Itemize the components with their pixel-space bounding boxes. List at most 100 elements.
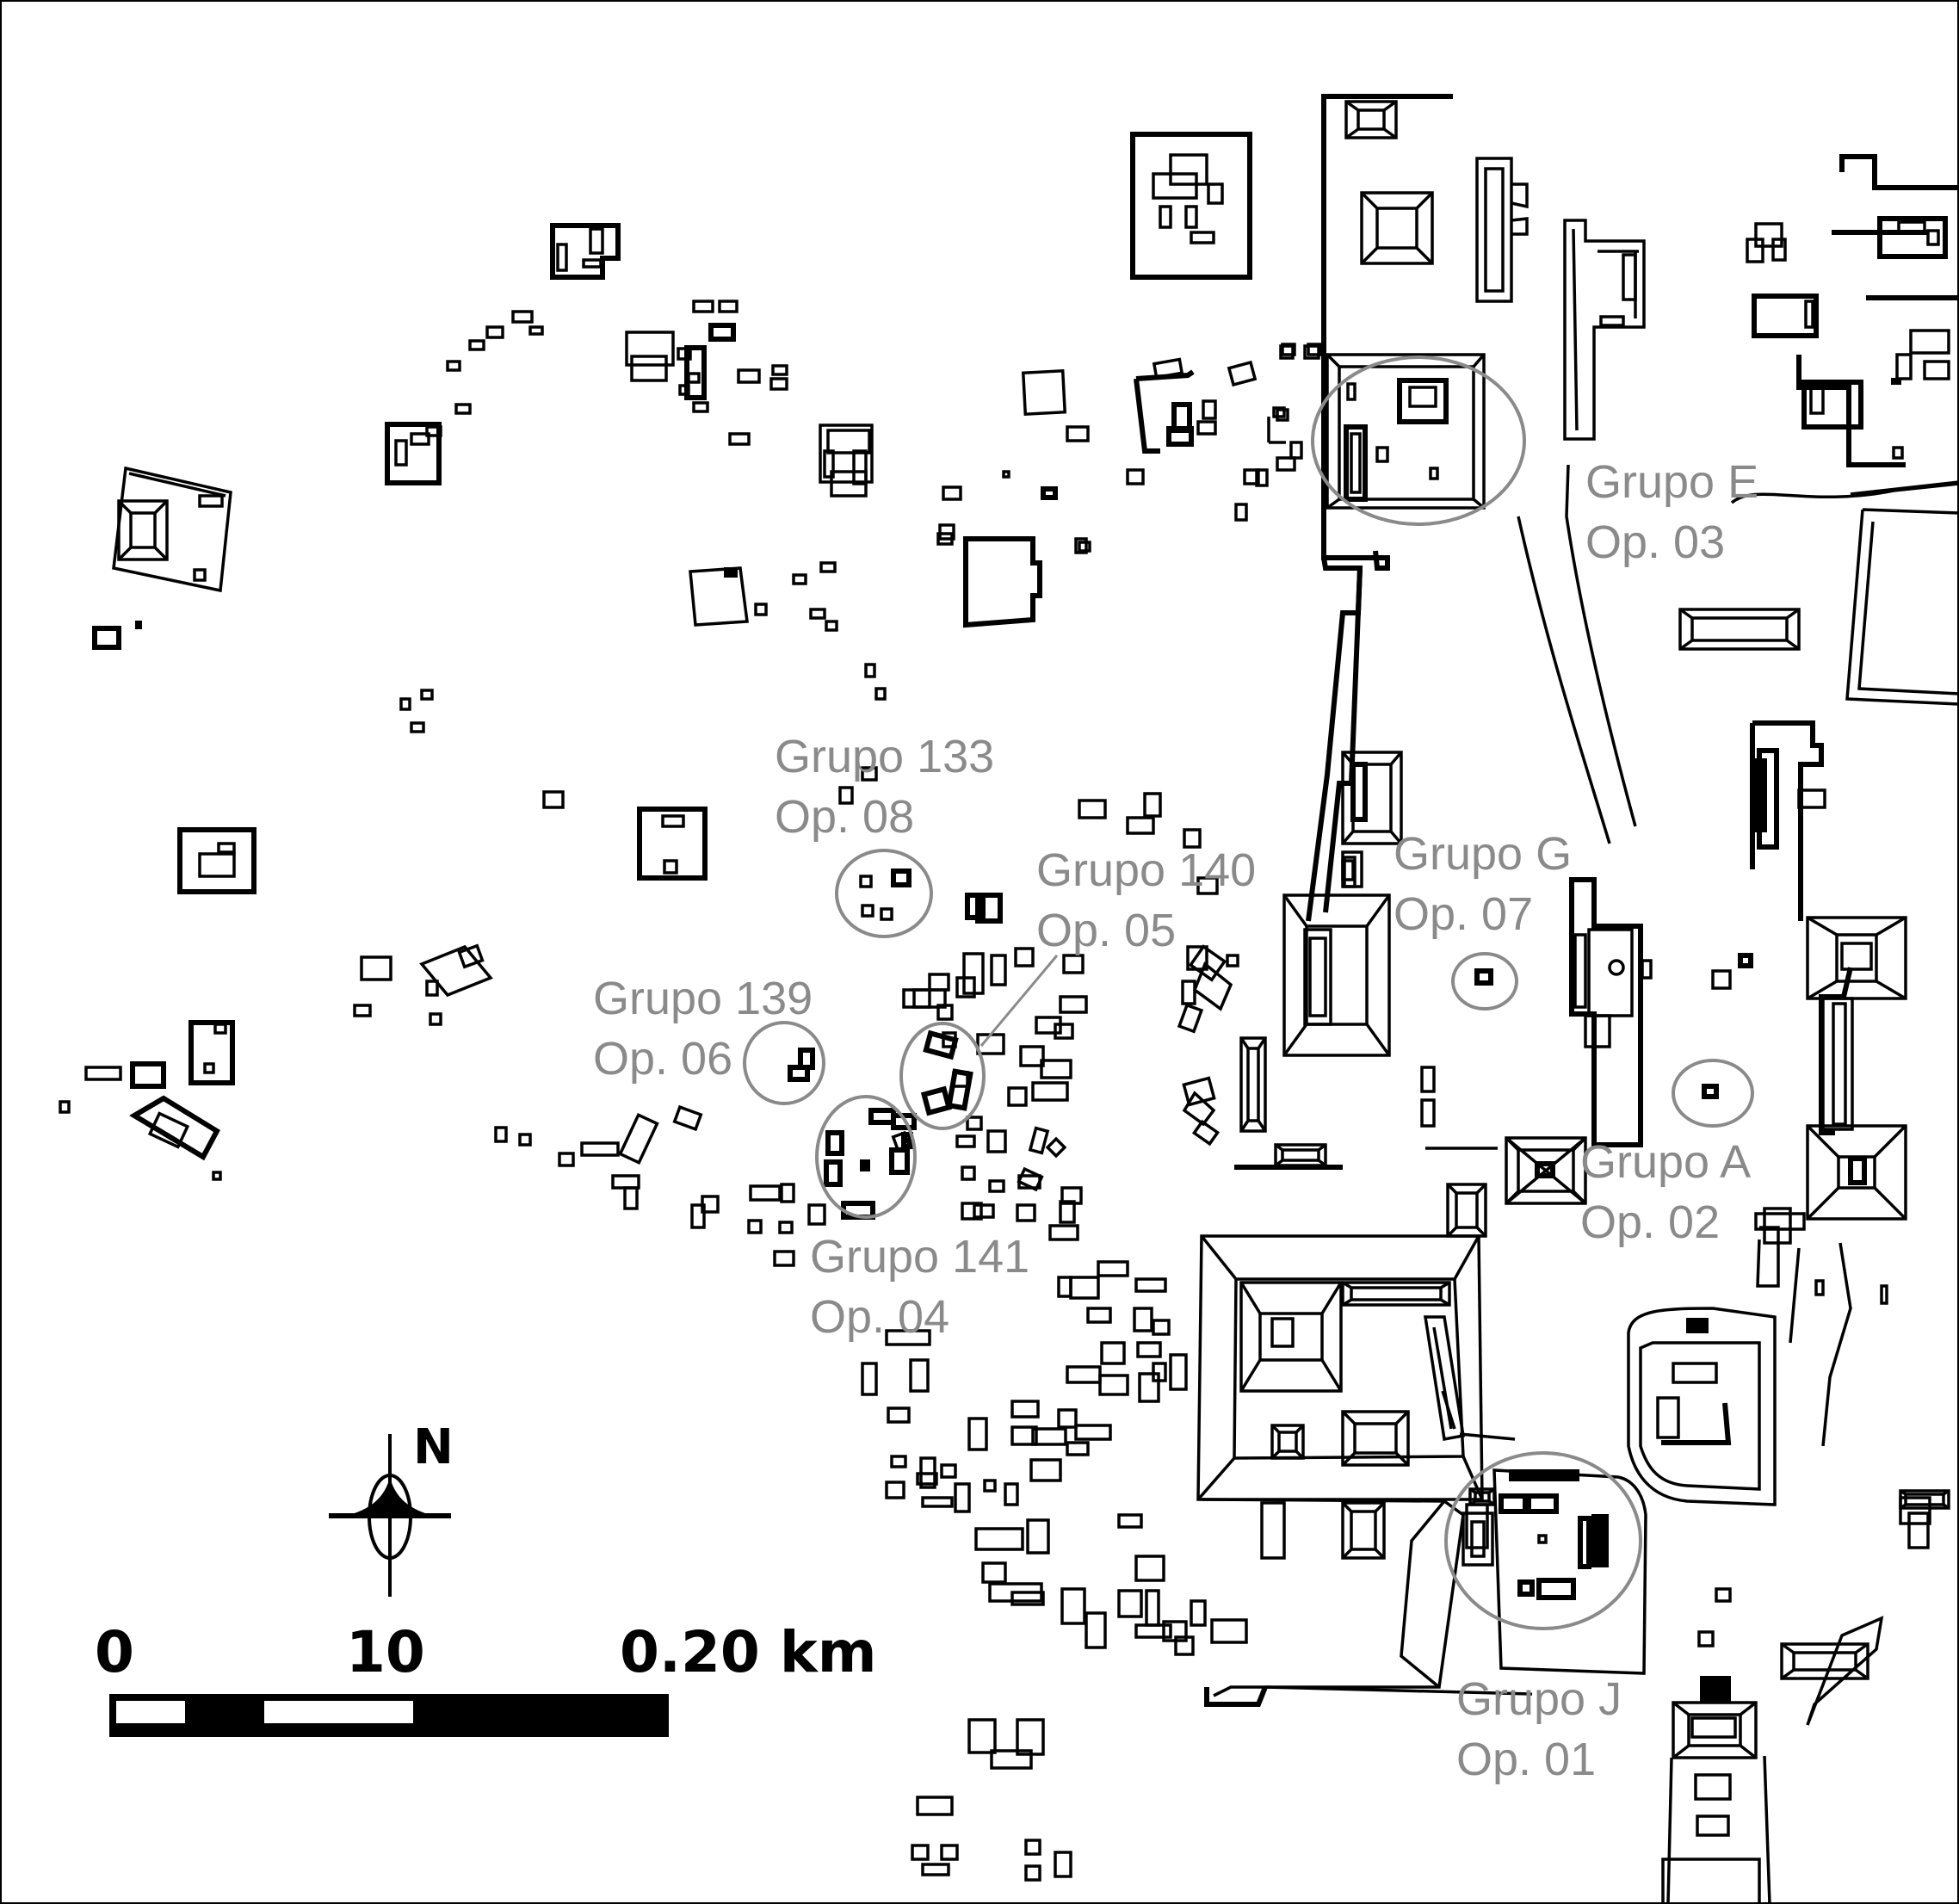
structure-outline bbox=[1796, 355, 1906, 467]
altar-circle bbox=[1608, 959, 1625, 976]
structure-outline bbox=[1807, 916, 1906, 1000]
group-circle-grupo-e[interactable] bbox=[1311, 355, 1526, 526]
structure-mound bbox=[1074, 537, 1088, 554]
scale-label-0: 0 bbox=[95, 1619, 134, 1685]
structure-mound bbox=[1181, 980, 1196, 1005]
structure-mound bbox=[1045, 1136, 1067, 1159]
structure-mound bbox=[663, 859, 678, 875]
structure-mound bbox=[911, 1844, 930, 1861]
structure-mound bbox=[826, 429, 871, 454]
structure-mound bbox=[690, 1203, 706, 1229]
group-circle-grupo-g[interactable] bbox=[1451, 952, 1518, 1011]
structure-outline bbox=[1270, 1424, 1305, 1460]
structure-mound bbox=[1877, 216, 1948, 259]
structure-mound bbox=[1059, 1200, 1076, 1224]
structure-mound bbox=[1202, 399, 1217, 420]
structure-outline bbox=[1565, 464, 1637, 827]
structure-outline bbox=[689, 566, 749, 627]
structure-outline bbox=[1441, 1390, 1516, 1441]
structure-mound bbox=[1276, 456, 1296, 472]
structure-mound bbox=[890, 1455, 907, 1468]
structure-mound bbox=[1007, 1086, 1028, 1107]
structure-mound bbox=[780, 1183, 795, 1203]
pyramid-top bbox=[1517, 1148, 1575, 1193]
group-circle-grupo-141[interactable] bbox=[815, 1095, 917, 1219]
structure-mound bbox=[1086, 1307, 1112, 1324]
structure-mound bbox=[1190, 231, 1215, 244]
structure-mound bbox=[1270, 1317, 1295, 1348]
structure-mound bbox=[1054, 1023, 1074, 1040]
group-op-grupo-j: Op. 01 bbox=[1456, 1734, 1596, 1785]
structure-mound bbox=[1752, 294, 1819, 338]
structure-mound bbox=[1078, 541, 1091, 553]
structure-outline bbox=[1756, 1226, 1780, 1288]
structure-mound bbox=[1060, 1587, 1086, 1625]
tilted-pyramid bbox=[1780, 1642, 1869, 1680]
group-circle-grupo-139[interactable] bbox=[743, 1021, 825, 1105]
scale-label-max: 0.20 km bbox=[620, 1619, 876, 1685]
group-circle-grupo-133[interactable] bbox=[835, 849, 933, 938]
structure-mound bbox=[1303, 344, 1320, 360]
structure-mound bbox=[986, 1129, 1007, 1153]
structure-mound bbox=[809, 608, 826, 620]
structure-mound bbox=[852, 449, 868, 485]
structure-mound bbox=[1152, 1319, 1171, 1336]
structure-mound bbox=[864, 663, 876, 678]
structure-mound bbox=[798, 1048, 815, 1070]
structure-outline bbox=[1750, 720, 1824, 921]
structure-mound bbox=[885, 1481, 905, 1499]
structure-mound bbox=[988, 1179, 1005, 1193]
structure-mound bbox=[1031, 1427, 1067, 1446]
structure-mound bbox=[1024, 1864, 1041, 1882]
group-label-grupo-j: Grupo J bbox=[1456, 1673, 1622, 1725]
structure-mound bbox=[819, 423, 874, 484]
structure-mound bbox=[1573, 933, 1587, 1009]
structure-mound bbox=[901, 1132, 913, 1149]
scale-label-10: 10 bbox=[346, 1619, 425, 1685]
structure-mound bbox=[1696, 1814, 1730, 1837]
structures-layer bbox=[59, 94, 1959, 1904]
structure-mound bbox=[1641, 959, 1653, 980]
group-label-grupo-g: Grupo G bbox=[1394, 828, 1572, 880]
structure-mound bbox=[558, 1152, 575, 1167]
structure-mound bbox=[973, 1203, 995, 1219]
structure-mound bbox=[1100, 1341, 1126, 1365]
structure-mound bbox=[1753, 758, 1767, 832]
structure-mound bbox=[135, 621, 142, 629]
group-circle-grupo-140[interactable] bbox=[899, 1022, 986, 1130]
structure-mound bbox=[724, 567, 738, 578]
group-circle-grupo-a[interactable] bbox=[1672, 1059, 1754, 1128]
structure-mound bbox=[1715, 1587, 1732, 1603]
structure-mound bbox=[1169, 153, 1208, 186]
group-circle-grupo-j[interactable] bbox=[1444, 1451, 1642, 1630]
structure-mound bbox=[360, 955, 392, 981]
structure-mound bbox=[1059, 995, 1088, 1014]
structure-mound bbox=[1656, 1396, 1680, 1439]
structure-mound bbox=[747, 1219, 763, 1234]
structure-outline bbox=[1517, 516, 1611, 844]
structure-mound bbox=[457, 943, 485, 969]
structure-mound bbox=[754, 603, 768, 616]
pyramid-structure bbox=[1282, 893, 1391, 1057]
structure-mound bbox=[1207, 182, 1224, 205]
structure-mound bbox=[1133, 1307, 1153, 1332]
structure-mound bbox=[1907, 1511, 1930, 1549]
structure-mound bbox=[773, 1250, 795, 1267]
pyramid-top bbox=[1455, 1191, 1479, 1229]
structure-mound bbox=[1537, 1534, 1548, 1544]
structure-outline bbox=[419, 944, 493, 998]
structure-mound bbox=[1880, 1284, 1888, 1305]
structure-mound bbox=[1130, 132, 1252, 280]
structure-mound bbox=[1029, 1458, 1062, 1482]
structure-mound bbox=[1085, 1611, 1107, 1649]
structure-mound bbox=[1143, 792, 1162, 818]
pyramid-top bbox=[1305, 924, 1369, 1026]
structure-outline bbox=[1201, 1498, 1465, 1697]
structure-mound bbox=[1024, 1839, 1041, 1856]
structure-mound bbox=[198, 494, 224, 508]
pyramid-top bbox=[1904, 1493, 1945, 1506]
structure-mound bbox=[771, 364, 788, 376]
pyramid-top bbox=[1277, 1431, 1298, 1453]
structure-mound bbox=[494, 1126, 508, 1143]
structure-mound bbox=[1272, 406, 1286, 418]
